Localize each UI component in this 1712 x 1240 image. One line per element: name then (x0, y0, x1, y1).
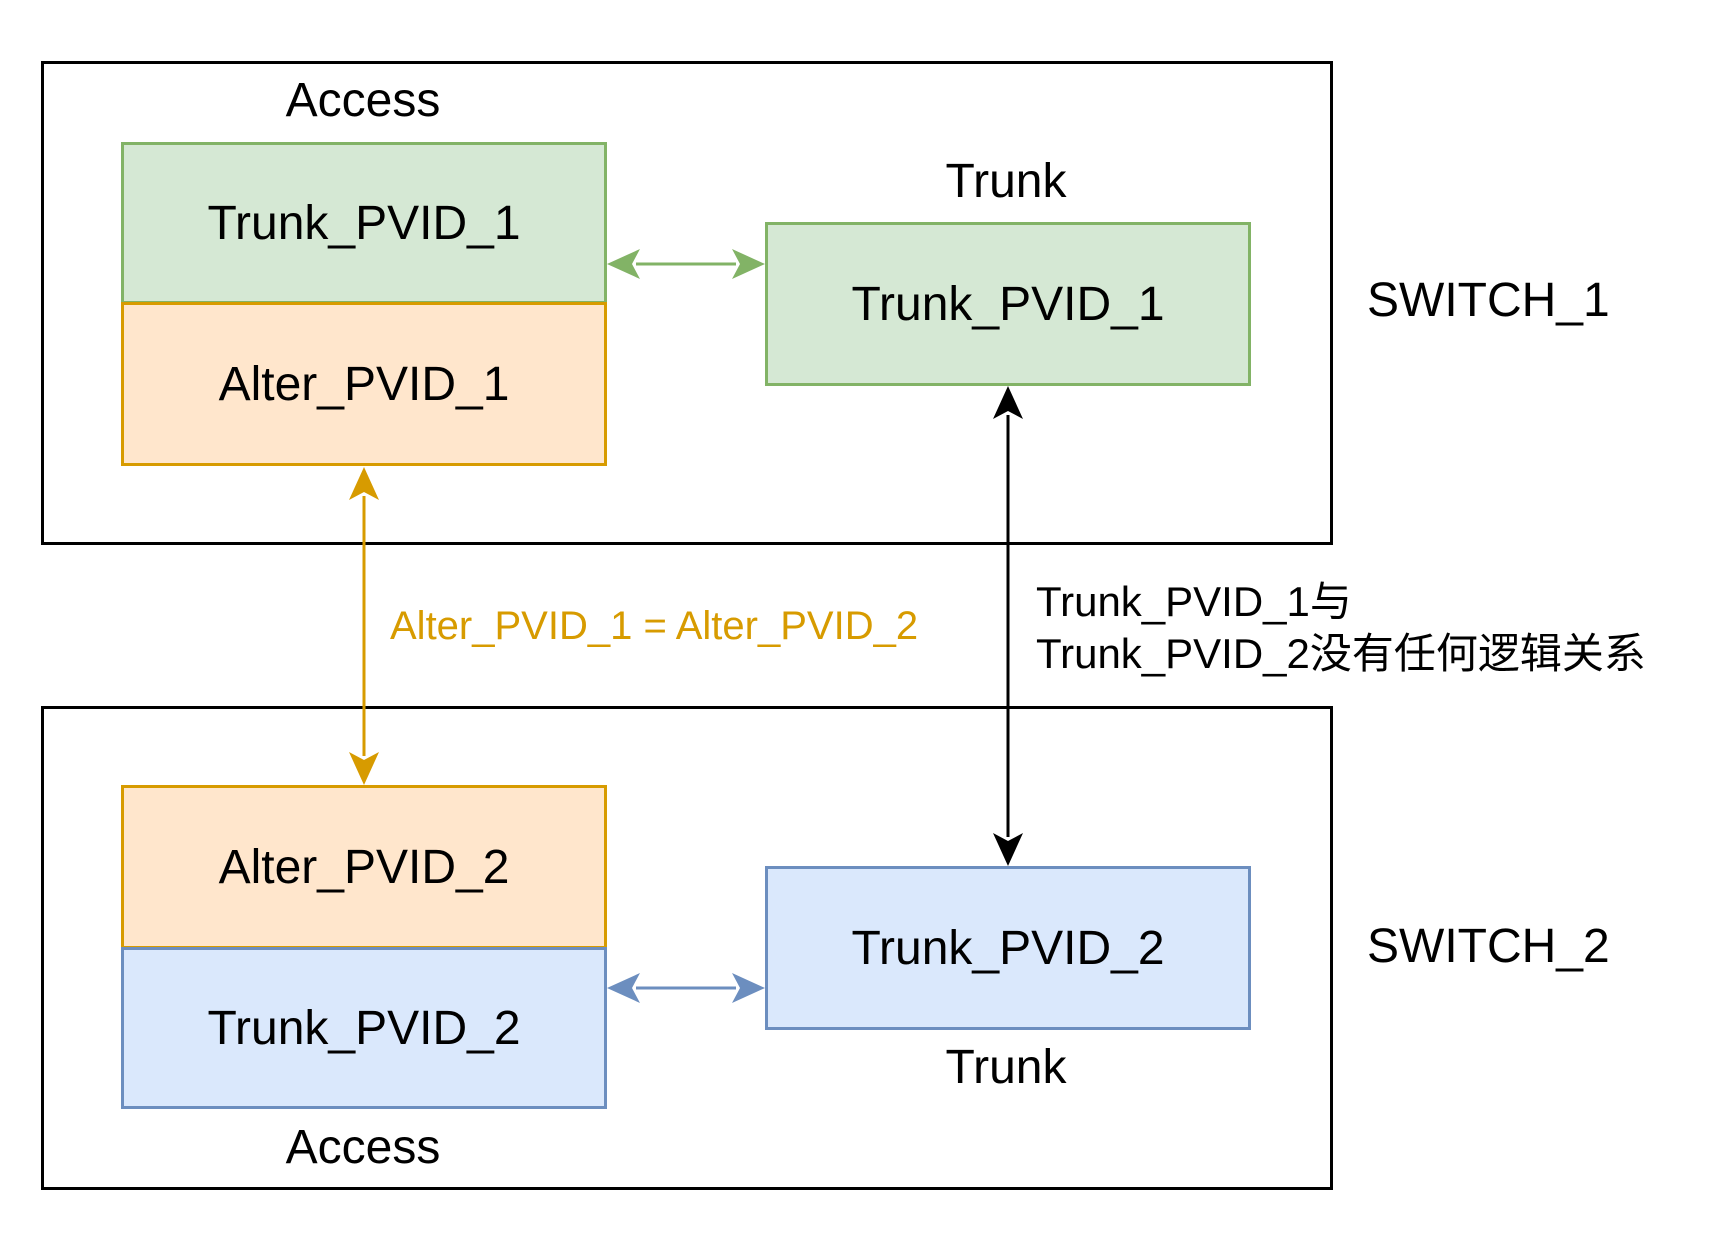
switch2-name: SWITCH_2 (1367, 920, 1610, 973)
switch2-frame (41, 706, 1333, 1190)
trunk-relation-note-line1: Trunk_PVID_1与 (1036, 578, 1352, 625)
switch1-frame (41, 61, 1333, 545)
switch2-access-alter-pvid: Alter_PVID_2 (121, 785, 607, 949)
switch2-access-trunk-pvid: Trunk_PVID_2 (121, 947, 607, 1109)
switch2-access-trunk-pvid-text: Trunk_PVID_2 (207, 1001, 521, 1055)
switch2-trunk-label: Trunk (945, 1041, 1067, 1094)
alter-pvid-equation: Alter_PVID_1 = Alter_PVID_2 (390, 604, 919, 648)
switch2-trunk-pvid-text: Trunk_PVID_2 (851, 921, 1165, 975)
switch1-access-label: Access (285, 74, 441, 127)
green-double-arrow (607, 249, 765, 279)
trunk-relation-note: Trunk_PVID_1与 Trunk_PVID_2没有任何逻辑关系 (1036, 576, 1646, 680)
switch1-access-trunk-pvid-text: Trunk_PVID_1 (207, 196, 521, 250)
switch1-trunk-pvid-text: Trunk_PVID_1 (851, 277, 1165, 331)
switch2-access-alter-pvid-text: Alter_PVID_2 (218, 840, 510, 894)
switch1-access-alter-pvid-text: Alter_PVID_1 (218, 357, 510, 411)
orange-double-arrow (349, 467, 379, 785)
switch1-name: SWITCH_1 (1367, 274, 1610, 327)
switch1-trunk-label: Trunk (945, 155, 1067, 208)
switch2-trunk-pvid-box: Trunk_PVID_2 (765, 866, 1251, 1030)
black-double-arrow (993, 386, 1023, 866)
switch1-access-trunk-pvid: Trunk_PVID_1 (121, 142, 607, 304)
switch1-access-alter-pvid: Alter_PVID_1 (121, 302, 607, 466)
blue-double-arrow (607, 973, 765, 1003)
switch1-trunk-pvid-box: Trunk_PVID_1 (765, 222, 1251, 386)
trunk-relation-note-line2: Trunk_PVID_2没有任何逻辑关系 (1036, 630, 1646, 677)
switch2-access-label: Access (285, 1121, 441, 1174)
